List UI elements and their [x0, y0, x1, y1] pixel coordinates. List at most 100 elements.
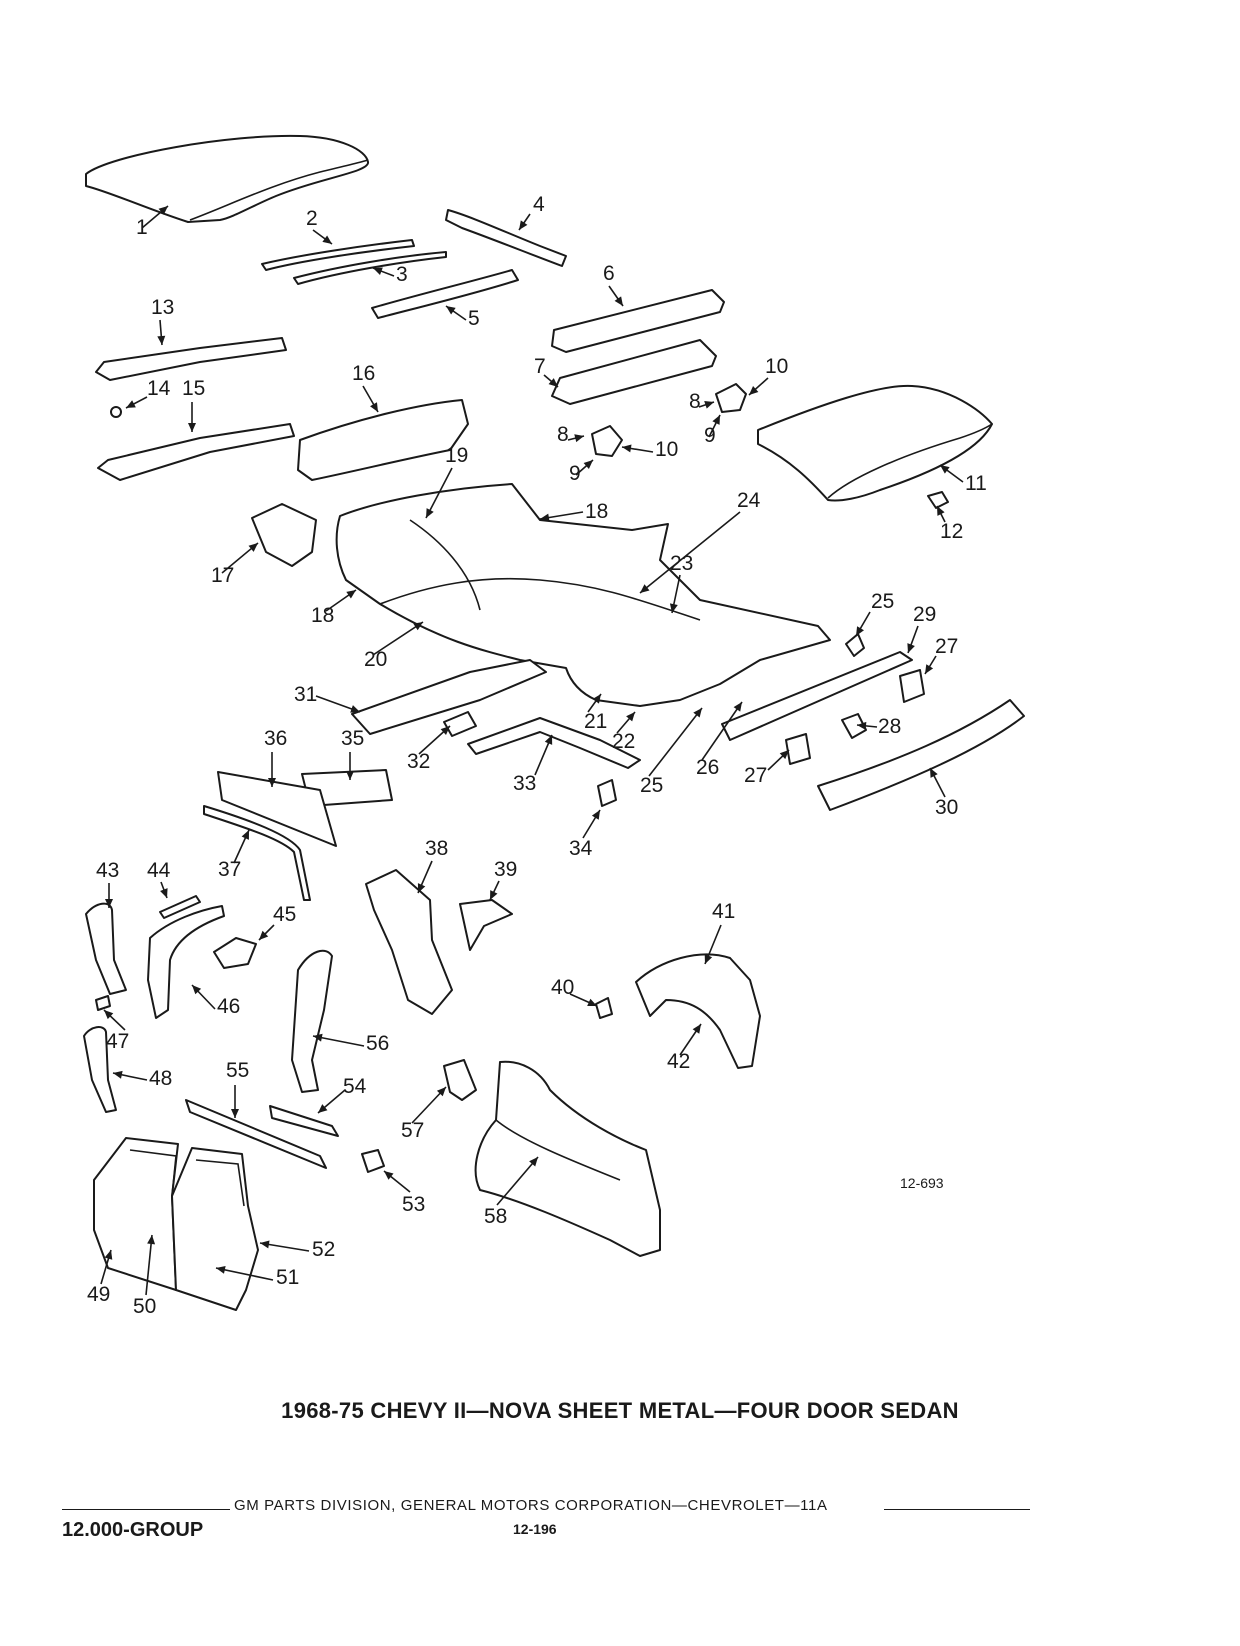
callout-8: 8 [689, 390, 701, 413]
arrowhead-18 [540, 513, 550, 522]
callout-32: 32 [407, 750, 430, 773]
leader-line-25 [648, 707, 703, 777]
arrowhead-39 [490, 890, 498, 900]
callout-48: 48 [149, 1067, 172, 1090]
arrowhead-20 [413, 622, 423, 631]
part-underbody-31 [351, 659, 547, 735]
arrowhead-23 [669, 603, 678, 613]
callout-22: 22 [612, 730, 635, 753]
arrowhead-31 [350, 705, 360, 713]
callout-34: 34 [569, 837, 593, 860]
part-clip-47 [95, 995, 111, 1011]
arrowhead-56 [313, 1033, 323, 1042]
callout-9: 9 [704, 424, 716, 447]
part-roof-panel [85, 134, 369, 223]
callout-57: 57 [401, 1119, 424, 1142]
part-floor-pan [335, 483, 831, 707]
part-panel-6 [551, 289, 725, 353]
arrowhead-44 [160, 888, 168, 898]
diagram-caption: 1968-75 CHEVY II—NOVA SHEET METAL—FOUR D… [281, 1398, 959, 1423]
callout-5: 5 [468, 307, 480, 330]
part-deck-lid [757, 384, 993, 502]
callout-51: 51 [276, 1266, 299, 1289]
arrowhead-33 [544, 735, 553, 745]
part-side-roof-rail [97, 423, 295, 481]
callout-21: 21 [584, 710, 607, 733]
callout-50: 50 [133, 1295, 156, 1318]
part-bracket-57 [443, 1059, 477, 1101]
arrowhead-35 [346, 771, 354, 780]
sheet-metal-parts [83, 134, 1025, 1311]
part-strip-44 [159, 895, 201, 919]
footer-publisher: GM PARTS DIVISION, GENERAL MOTORS CORPOR… [234, 1497, 828, 1514]
arrowhead-38 [417, 883, 426, 893]
arrowhead-47 [104, 1010, 114, 1020]
callout-31: 31 [294, 683, 317, 706]
part-bracket-32 [443, 711, 477, 737]
arrowhead-15 [188, 423, 196, 432]
part-hinge-pillar-46 [147, 905, 225, 1019]
arrowhead-3 [373, 267, 383, 275]
part-weatherstrip-37 [203, 805, 311, 901]
arrowhead-41 [704, 954, 713, 964]
callout-27: 27 [935, 635, 958, 658]
arrowhead-32 [440, 726, 450, 736]
arrowhead-45 [259, 930, 269, 940]
callout-46: 46 [217, 995, 240, 1018]
arrowhead-42 [692, 1024, 701, 1034]
arrowhead-1 [158, 206, 168, 215]
part-cowl-bracket-17 [251, 503, 317, 567]
part-rocker-54 [269, 1105, 339, 1137]
callout-6: 6 [603, 262, 615, 285]
callout-41: 41 [712, 900, 735, 923]
callout-58: 58 [484, 1205, 507, 1228]
part-panel-36 [217, 771, 337, 847]
callout-18: 18 [311, 604, 334, 627]
callout-10: 10 [655, 438, 678, 461]
arrowhead-49 [104, 1250, 113, 1260]
part-roof-bow-2 [261, 239, 415, 271]
callout-28: 28 [878, 715, 901, 738]
callout-25: 25 [871, 590, 894, 613]
leader-line-24 [639, 511, 741, 594]
arrowhead-37 [241, 830, 249, 840]
part-roof-bow-3 [293, 251, 447, 285]
leader-line-50 [145, 1234, 153, 1296]
callout-17: 17 [211, 564, 234, 587]
arrowhead-27 [779, 750, 789, 760]
callout-4: 4 [533, 193, 545, 216]
leader-line-51 [215, 1267, 274, 1281]
arrowhead-17 [248, 543, 258, 552]
arrowhead-29 [907, 643, 915, 653]
part-rear-rail-29 [721, 651, 913, 741]
leader-line-19 [425, 467, 453, 519]
leader-line-26 [701, 701, 743, 761]
arrowhead-9 [583, 460, 593, 469]
figure-reference: 12-693 [900, 1175, 944, 1191]
arrowhead-10 [622, 444, 632, 453]
arrowhead-6 [614, 296, 623, 306]
arrowhead-10 [749, 386, 759, 395]
arrowhead-51 [216, 1265, 226, 1274]
part-pillar-48 [83, 1026, 117, 1113]
callout-53: 53 [402, 1193, 425, 1216]
callout-14: 14 [147, 377, 171, 400]
arrowhead-46 [192, 985, 202, 995]
arrowhead-55 [231, 1109, 239, 1118]
arrowhead-18 [346, 590, 356, 599]
callout-42: 42 [667, 1050, 690, 1073]
leader-line-58 [496, 1156, 539, 1206]
callout-47: 47 [106, 1030, 129, 1053]
callout-54: 54 [343, 1075, 367, 1098]
callout-1: 1 [136, 216, 148, 239]
part-windshield-header [95, 337, 287, 381]
arrowhead-30 [930, 768, 938, 778]
arrowhead-53 [384, 1171, 394, 1180]
callout-9: 9 [569, 462, 581, 485]
arrowhead-28 [857, 721, 867, 730]
part-bracket-lower [591, 425, 623, 457]
callout-15: 15 [182, 377, 205, 400]
page-number: 12-196 [513, 1521, 557, 1537]
arrowhead-16 [370, 402, 378, 412]
arrowhead-52 [260, 1240, 270, 1249]
